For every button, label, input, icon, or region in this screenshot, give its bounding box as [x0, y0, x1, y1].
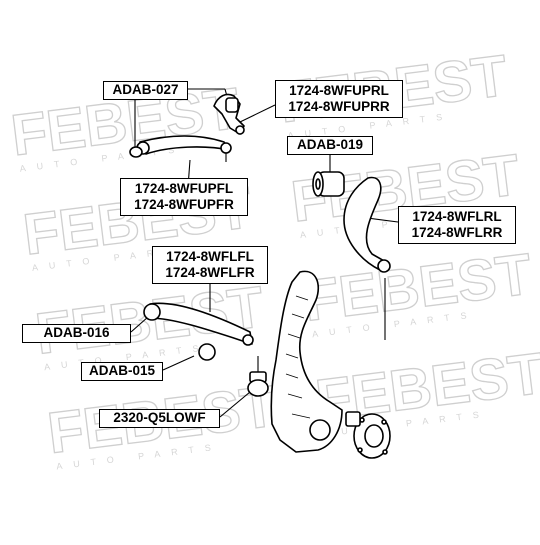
lower-front-balljoint: [242, 334, 254, 346]
adab027-bushing: [129, 146, 143, 158]
adab027-bushing-shape: [129, 146, 143, 158]
label-adab027: ADAB-027: [103, 81, 188, 100]
label-ball-joint-text: 2320-Q5LOWF: [113, 410, 206, 425]
label-lower-front-arm-line2: 1724-8WFLFR: [165, 265, 255, 280]
leader-balljoint: [219, 391, 251, 418]
upper-right-bushing: [225, 97, 239, 113]
label-adab019: ADAB-019: [287, 136, 373, 155]
leader-adab015: [162, 355, 195, 371]
label-adab019-text: ADAB-019: [296, 137, 364, 152]
leader-adab016: [130, 316, 149, 333]
hub-stud: [382, 449, 388, 455]
hub-center: [364, 424, 384, 448]
leader-upper-right: [239, 104, 276, 123]
ball-joint-housing: [247, 379, 269, 397]
adab019-bushing: [312, 171, 345, 197]
adab015-bushing: [198, 343, 216, 361]
label-upper-right-arm-line2: 1724-8WFUPRR: [288, 99, 390, 114]
label-upper-left-arm: 1724-8WFUPFL 1724-8WFUPFR: [120, 178, 248, 216]
adab016-bushing: [143, 303, 161, 321]
label-adab016-text: ADAB-016: [43, 325, 110, 340]
knuckle-body: [270, 270, 343, 453]
hub-stud: [357, 447, 363, 453]
lower-rear-balljoint: [377, 259, 391, 273]
upper-left-arm: [136, 135, 232, 162]
upper-right-arm: [213, 93, 245, 135]
wheel-hub: [345, 411, 391, 459]
upper-right-balljoint: [235, 125, 245, 135]
label-lower-rear-arm: 1724-8WFLRL 1724-8WFLRR: [398, 206, 516, 244]
label-adab015-text: ADAB-015: [88, 363, 156, 378]
ball-joint: [247, 356, 269, 397]
label-upper-right-arm: 1724-8WFUPRL 1724-8WFUPRR: [275, 80, 403, 118]
label-lower-front-arm-line1: 1724-8WFLFL: [166, 249, 254, 264]
adab015-bushing-shape: [198, 343, 216, 361]
lower-front-arm: [143, 302, 254, 346]
label-upper-left-arm-line1: 1724-8WFUPFL: [134, 181, 234, 196]
label-upper-left-arm-line2: 1724-8WFUPFR: [134, 197, 234, 212]
label-ball-joint: 2320-Q5LOWF: [99, 409, 220, 428]
knuckle-shading: [285, 295, 311, 419]
label-lower-front-arm: 1724-8WFLFL 1724-8WFLFR: [152, 246, 268, 284]
lower-rear-arm: [343, 176, 391, 273]
label-adab016: ADAB-016: [22, 324, 131, 343]
hub-stud: [381, 419, 387, 425]
label-adab015: ADAB-015: [81, 362, 163, 381]
steering-knuckle: [270, 270, 343, 453]
adab019-bushing-bore: [315, 178, 321, 190]
upper-left-balljoint: [220, 142, 232, 154]
label-lower-rear-arm-line2: 1724-8WFLRR: [411, 225, 503, 240]
label-lower-rear-arm-line1: 1724-8WFLRL: [412, 209, 502, 224]
knuckle-bore: [309, 419, 331, 441]
label-adab027-text: ADAB-027: [112, 82, 179, 97]
hub-bearing: [345, 411, 361, 427]
label-upper-right-arm-line1: 1724-8WFUPRL: [289, 83, 389, 98]
